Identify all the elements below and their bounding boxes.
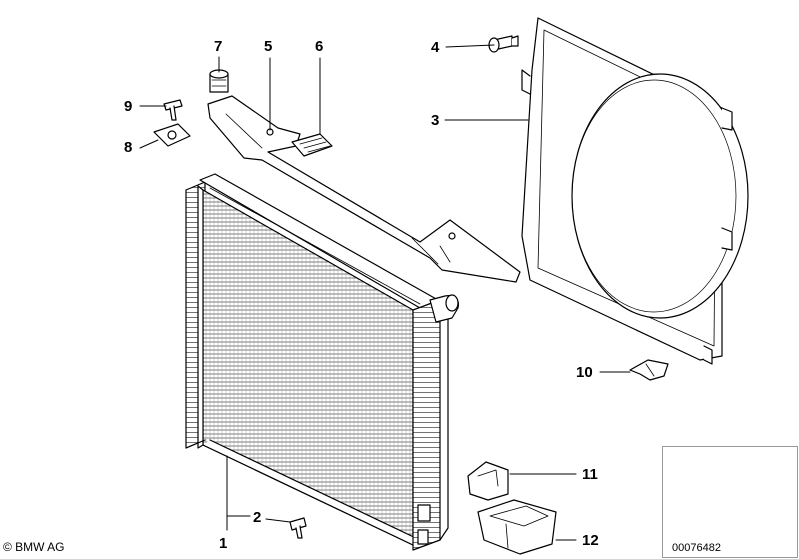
callout-11: 11 bbox=[582, 466, 598, 483]
holder-part-12 bbox=[477, 499, 557, 555]
callout-5: 5 bbox=[264, 38, 273, 55]
copyright-label: © BMW AG bbox=[3, 540, 65, 554]
screw-part-2 bbox=[289, 517, 307, 539]
carrier-bracket bbox=[207, 95, 521, 283]
callout-2: 2 bbox=[253, 509, 262, 526]
holder-part-11 bbox=[467, 461, 509, 501]
bracket-part-10 bbox=[629, 359, 669, 381]
callout-3: 3 bbox=[431, 112, 440, 129]
callout-12: 12 bbox=[582, 532, 599, 549]
clip-part-6 bbox=[291, 133, 333, 157]
vehicle-thumbnail-frame bbox=[662, 446, 798, 558]
callout-4: 4 bbox=[431, 39, 440, 56]
drawing-number: 00076482 bbox=[672, 542, 721, 554]
leader-lines bbox=[139, 44, 631, 541]
callout-6: 6 bbox=[315, 38, 324, 55]
rivet-part-4 bbox=[488, 35, 519, 53]
callout-1: 1 bbox=[219, 535, 228, 552]
callout-10: 10 bbox=[576, 364, 593, 381]
radiator bbox=[185, 173, 460, 551]
buffer-part-7 bbox=[209, 69, 229, 93]
fan-shroud bbox=[521, 17, 749, 365]
callout-7: 7 bbox=[214, 38, 223, 55]
screw-part-9 bbox=[163, 99, 183, 121]
nut-part-8 bbox=[153, 123, 191, 147]
callout-8: 8 bbox=[124, 139, 133, 156]
callout-9: 9 bbox=[124, 98, 133, 115]
